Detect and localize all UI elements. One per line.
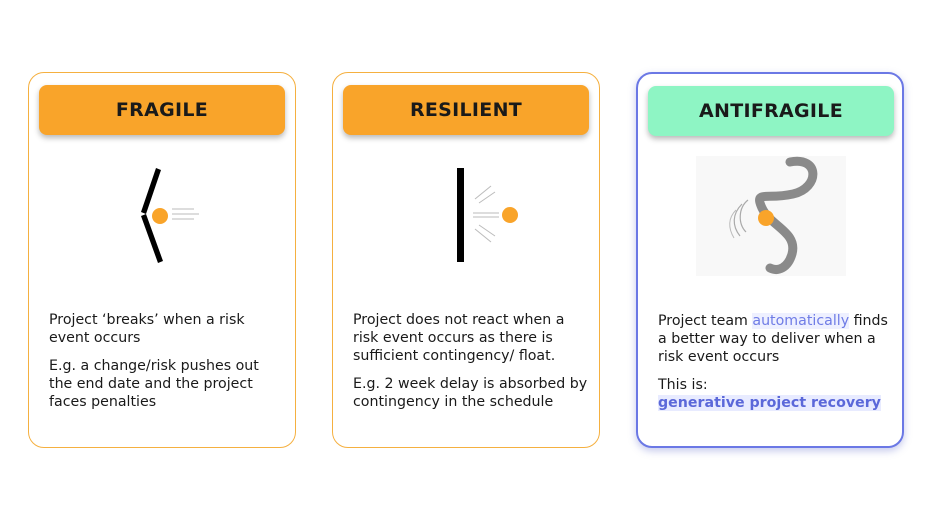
s-curve-path-icon xyxy=(696,156,846,276)
fragile-header: FRAGILE xyxy=(39,85,285,135)
antifragile-line2: This is: xyxy=(658,377,708,393)
resilient-header: RESILIENT xyxy=(343,85,589,135)
generative-recovery-highlight: generative project recovery xyxy=(658,395,881,411)
fragile-line2: E.g. a change/risk pushes out the end da… xyxy=(49,358,259,410)
antifragile-illustration xyxy=(638,156,902,276)
broken-wall-icon xyxy=(141,168,199,263)
resilient-description: Project does not react when a risk event… xyxy=(353,311,589,421)
automatically-highlight: automatically xyxy=(752,313,850,329)
antifragile-line1: Project team automatically finds a bette… xyxy=(658,312,894,366)
antifragile-card: ANTIFRAGILE Project team automatically f… xyxy=(636,72,904,448)
antifragile-header: ANTIFRAGILE xyxy=(648,86,894,136)
antifragile-line1-suffix: finds a better way to deliver when a ris… xyxy=(658,313,888,365)
resilient-card: RESILIENT Project does not react when a … xyxy=(332,72,600,448)
solid-wall-icon xyxy=(457,168,518,262)
resilient-line2: E.g. 2 week delay is absorbed by conting… xyxy=(353,376,588,410)
antifragile-line3: generative project recovery xyxy=(658,394,894,412)
resilient-line1: Project does not react when a risk event… xyxy=(353,312,565,364)
fragile-card: FRAGILE Project ‘breaks’ when a risk eve… xyxy=(28,72,296,448)
resilient-illustration xyxy=(333,155,599,275)
fragile-line1: Project ‘breaks’ when a risk event occur… xyxy=(49,312,245,346)
fragile-description: Project ‘breaks’ when a risk event occur… xyxy=(49,311,285,421)
antifragile-line1-prefix: Project team xyxy=(658,313,753,329)
fragile-illustration xyxy=(29,155,295,275)
antifragile-description: Project team automatically finds a bette… xyxy=(658,312,894,422)
